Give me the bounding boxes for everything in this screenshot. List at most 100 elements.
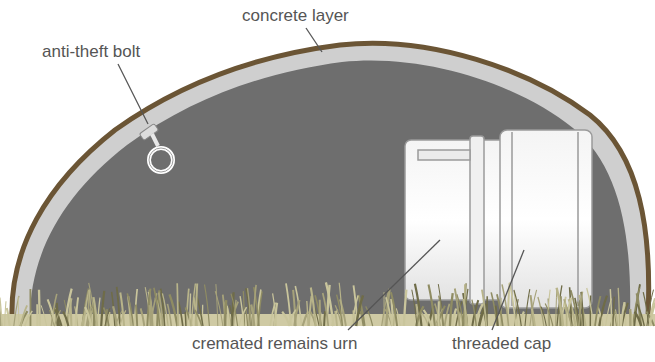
grass-blade (248, 288, 252, 326)
grass-blade (323, 293, 329, 326)
anti-theft-bolt (139, 124, 173, 172)
grass-blade (55, 310, 61, 326)
grass-blade (216, 284, 218, 326)
grass-blade (136, 305, 137, 326)
grass-blade (445, 304, 450, 326)
grass-blade (189, 293, 191, 326)
grass-blade (412, 290, 417, 326)
urn (405, 130, 592, 308)
grass-blade (63, 312, 68, 327)
grass-blade (598, 307, 603, 326)
grass-blade (587, 288, 594, 326)
grass-blade (36, 304, 38, 326)
grass-blade (38, 290, 41, 326)
grass-blade (565, 299, 567, 326)
grass-blade (145, 287, 150, 326)
grass-blade (600, 309, 603, 327)
grass-blade (82, 312, 87, 327)
grass-blade (227, 306, 230, 326)
grass-blade (205, 285, 210, 327)
grass-blade (275, 303, 278, 326)
grass-blade (557, 288, 564, 326)
grass-blade (246, 308, 248, 327)
grass-blade (179, 302, 183, 326)
grass-blade (324, 311, 325, 326)
grass-blade (184, 312, 186, 326)
grass-blade (186, 289, 189, 326)
grass-blade (7, 308, 10, 326)
grass-blade (541, 307, 546, 326)
part-label: concrete layer (240, 6, 351, 26)
grass-blade (223, 295, 226, 326)
grass (0, 282, 655, 326)
grass-blade (637, 304, 644, 326)
rock-cavity (30, 60, 630, 318)
grass-blade (309, 296, 312, 326)
grass-blade (168, 304, 172, 326)
grass-blade (635, 312, 642, 326)
grass-blade (438, 284, 443, 326)
grass-blade (240, 296, 244, 326)
grass-blade (25, 311, 33, 326)
grass-blade (437, 301, 439, 326)
part-label: threaded cap (450, 334, 553, 354)
grass-blade (647, 290, 654, 326)
grass-blade (610, 289, 612, 326)
grass-blade (54, 308, 62, 326)
grass-blade (29, 289, 31, 326)
grass-blade (147, 289, 150, 326)
grass-blade (41, 305, 47, 326)
grass-blade (231, 294, 238, 326)
grass-blade (48, 299, 56, 326)
grass-blade (424, 310, 432, 326)
grass-blade (452, 309, 456, 327)
grass-blade (295, 286, 301, 326)
grass-blade (510, 282, 516, 326)
grass-blade (319, 300, 322, 326)
grass-blade (85, 307, 91, 326)
grass-blade (21, 305, 28, 326)
part-label: cremated remains urn (190, 334, 359, 354)
grass-blade (532, 309, 535, 326)
rock-outer (12, 43, 649, 318)
grass-blade (618, 288, 619, 326)
grass-blade (246, 288, 251, 326)
grass-blade (135, 289, 138, 326)
grass-blade (579, 292, 583, 326)
grass-blade (14, 296, 19, 326)
grass-blade (225, 300, 226, 326)
grass-blade (386, 297, 392, 326)
grass-blade (335, 311, 337, 326)
grass-blade (120, 293, 124, 327)
grass-blade (530, 290, 537, 326)
grass-blade (326, 282, 334, 326)
grass-blade (176, 283, 179, 326)
grass-blade (621, 302, 624, 326)
grass-blade (251, 305, 254, 327)
grass-blade (282, 312, 290, 326)
grass-blade (455, 289, 460, 327)
grass-blade (337, 295, 343, 326)
grass-blade (629, 309, 632, 326)
leader-lines (118, 28, 524, 330)
grass-blade (404, 290, 407, 326)
grass-blade (0, 298, 2, 326)
grass-blade (545, 304, 553, 326)
grass-blade (149, 305, 150, 326)
grass-blade (450, 293, 453, 326)
grass-blade (525, 289, 530, 326)
grass-blade (556, 290, 557, 327)
grass-blade (93, 297, 97, 326)
grass-blade (472, 300, 476, 326)
grass-blade (104, 308, 109, 327)
grass-blade (113, 306, 117, 326)
part-label: anti-theft bolt (40, 42, 142, 62)
grass-blade (479, 309, 483, 326)
grass-blade (463, 299, 467, 326)
grass-blade (105, 308, 110, 326)
grass-blade (127, 293, 133, 326)
grass-blade (76, 297, 79, 326)
grass-blade (98, 298, 101, 326)
grass-blade (141, 308, 145, 326)
